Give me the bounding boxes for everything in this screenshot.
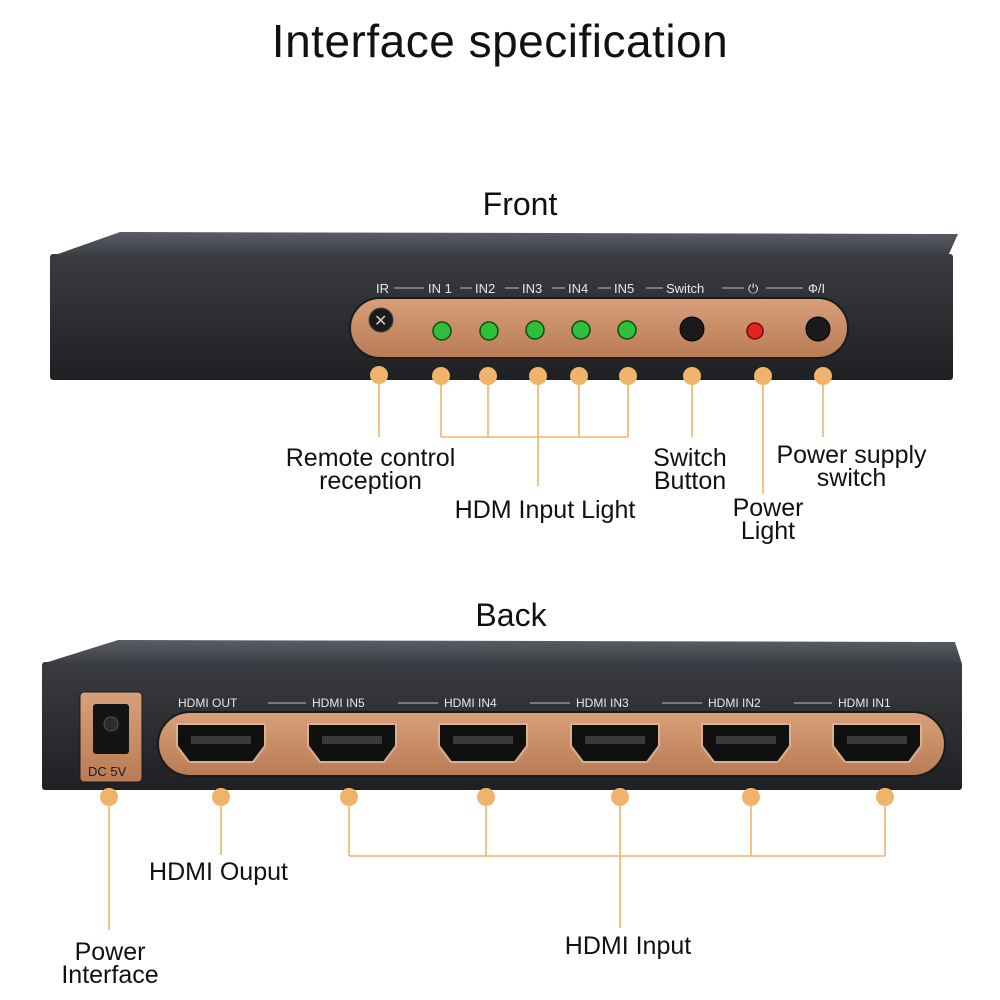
callout-power-interface: Power Interface — [61, 938, 159, 989]
power-switch[interactable] — [805, 316, 831, 342]
hdmi-in4-label: HDMI IN4 — [444, 696, 497, 710]
dc-label: DC 5V — [88, 764, 127, 779]
page-title: Interface specification — [271, 15, 729, 67]
hdmi-in5-port — [307, 723, 397, 763]
power-led — [746, 322, 764, 340]
in2-label: IN2 — [475, 281, 495, 296]
callout-power-light: Power Light — [732, 494, 804, 545]
svg-text:✕: ✕ — [374, 313, 387, 330]
front-leader-lines — [378, 376, 824, 494]
hdmi-in3-label: HDMI IN3 — [576, 696, 629, 710]
led-in1 — [432, 321, 452, 341]
front-leader-dots — [370, 366, 832, 385]
hdmi-ports — [176, 723, 922, 763]
front-copper-panel — [349, 297, 849, 359]
back-leader-dots — [100, 788, 894, 806]
hdmi-in2-label: HDMI IN2 — [708, 696, 761, 710]
in4-label: IN4 — [568, 281, 588, 296]
switch-label: Switch — [666, 281, 704, 296]
front-device: IR IN 1 IN2 IN3 IN4 IN5 Switch ⏻ Ф/I ✕ — [50, 232, 958, 380]
led-in3 — [525, 320, 545, 340]
callout-hdmi-output: HDMI Ouput — [149, 858, 288, 886]
hdmi-out-label: HDMI OUT — [178, 696, 238, 710]
hdmi-copper-panel — [157, 711, 946, 777]
hdmi-out-port — [176, 723, 266, 763]
hdmi-in3-port — [570, 723, 660, 763]
back-heading: Back — [475, 597, 547, 633]
ir-label: IR — [376, 281, 389, 296]
hdmi-in5-label: HDMI IN5 — [312, 696, 365, 710]
hdmi-in2-port — [701, 723, 791, 763]
hdmi-in1-label: HDMI IN1 — [838, 696, 891, 710]
callout-hdmi-input: HDMI Input — [564, 932, 692, 960]
led-in4 — [571, 320, 591, 340]
front-device-top — [58, 232, 958, 256]
in3-label: IN3 — [522, 281, 542, 296]
back-device: DC 5V HDMI OUT HDMI IN5 HDMI IN4 HDMI IN… — [42, 640, 962, 790]
callout-remote-control: Remote control reception — [285, 444, 456, 495]
power-switch-symbol: Ф/I — [808, 281, 825, 296]
back-device-top — [48, 640, 962, 664]
hdmi-in4-port — [438, 723, 528, 763]
power-light-symbol: ⏻ — [748, 281, 758, 296]
hdmi-in1-port — [832, 723, 922, 763]
callout-switch-button: Switch Button — [653, 444, 727, 495]
in1-label: IN 1 — [428, 281, 452, 296]
callout-hdmi-input-light: HDM Input Light — [454, 496, 636, 524]
in5-label: IN5 — [614, 281, 634, 296]
ir-receiver-icon: ✕ — [368, 307, 394, 333]
switch-button[interactable] — [679, 316, 705, 342]
callout-power-supply-switch: Power supply switch — [776, 441, 927, 492]
front-heading: Front — [482, 186, 558, 222]
led-in2 — [479, 321, 499, 341]
led-in5 — [617, 320, 637, 340]
